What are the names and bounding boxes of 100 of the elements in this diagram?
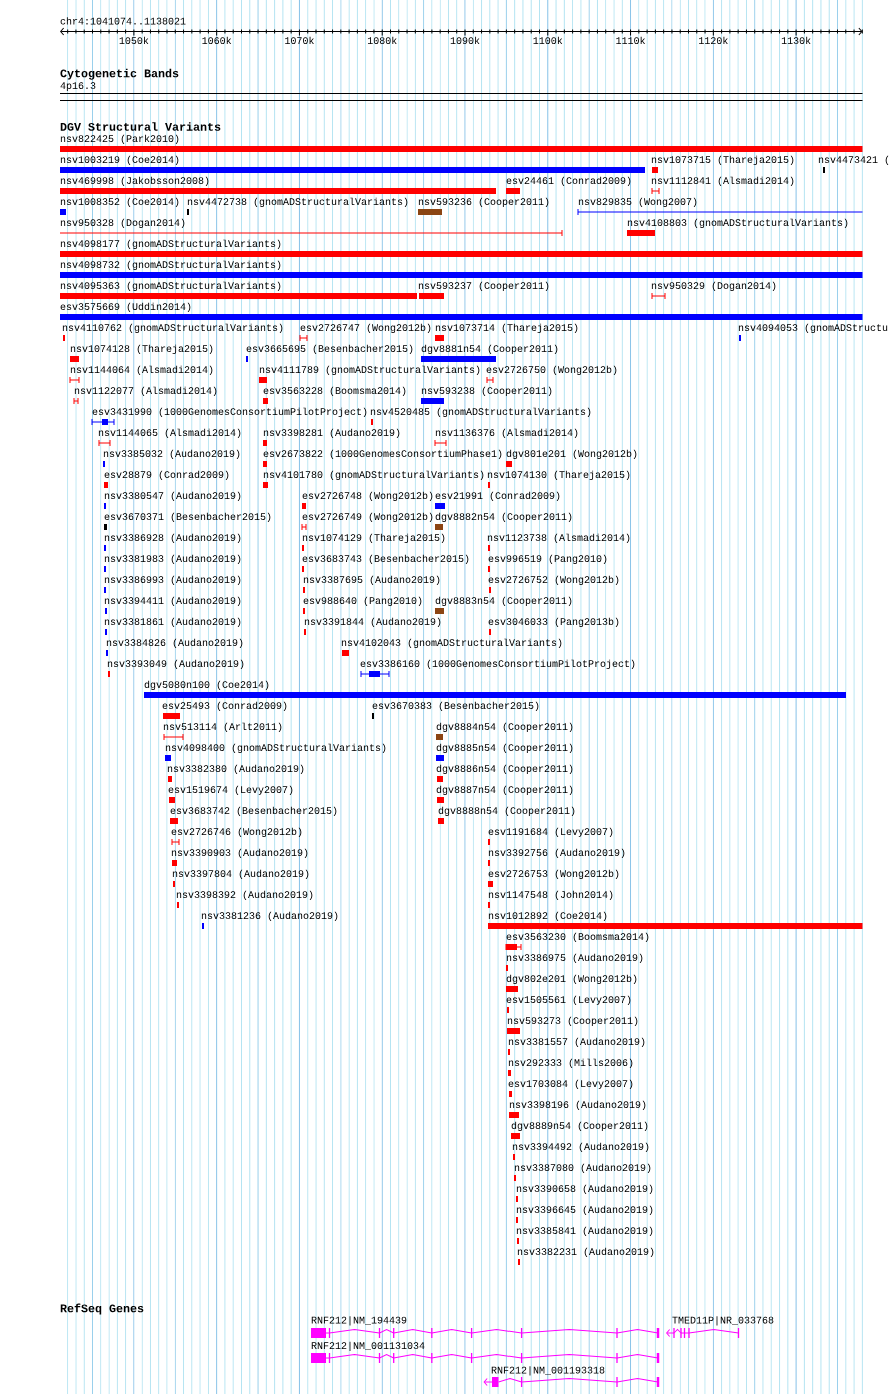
variant-bar [165,755,171,761]
variant-label: nsv3393049 (Audano2019) [107,659,244,669]
variant-bar [488,923,863,929]
track-title: RefSeq Genes [60,1303,144,1315]
tick-label: 1060k [202,36,232,44]
variant-label: dgv801e201 (Wong2012b) [506,449,637,459]
variant-label: nsv593238 (Cooper2011) [421,386,552,396]
variant-label: nsv3387080 (Audano2019) [514,1163,651,1173]
variant-bar [60,209,66,215]
gene-model [666,1327,740,1339]
variant-bar [421,398,444,404]
variant-label: nsv593237 (Cooper2011) [418,281,549,291]
variant-bar [511,1133,520,1139]
variant-bar [170,818,178,824]
variant-bar [59,229,563,237]
variant-label: nsv3394411 (Audano2019) [104,596,241,606]
variant-label: esv2726753 (Wong2012b) [488,869,619,879]
variant-label: nsv1073714 (Thareja2015) [435,323,578,333]
variant-label: esv3386160 (1000GenomesConsortiumPilotProject) [360,659,635,669]
variant-bar [60,167,645,173]
gene-model [483,1376,660,1388]
variant-bar [98,439,111,447]
variant-label: nsv513114 (Arlt2011) [163,722,282,732]
variant-bar [577,208,863,216]
variant-label: nsv829835 (Wong2007) [578,197,697,207]
variant-label: esv3670371 (Besenbacher2015) [104,512,271,522]
variant-label: nsv1136376 (Alsmadi2014) [435,428,578,438]
variant-bar [301,523,307,531]
variant-label: esv2726752 (Wong2012b) [488,575,619,585]
variant-label: nsv1074128 (Thareja2015) [70,344,213,354]
variant-bar [488,881,493,887]
variant-label: esv2726749 (Wong2012b) [302,512,433,522]
variant-label: nsv593236 (Cooper2011) [418,197,549,207]
coordinate-label: chr4:1041074..1138021 [60,17,186,25]
variant-label: dgv802e201 (Wong2012b) [506,974,637,984]
variant-bar [507,1028,520,1034]
variant-label: nsv469998 (Jakobsson2008) [60,176,209,186]
variant-bar [172,860,177,866]
tick-label: 1100k [533,36,563,44]
variant-label: nsv3381236 (Audano2019) [201,911,338,921]
variant-label: esv2726746 (Wong2012b) [171,827,302,837]
variant-bar [436,734,443,740]
variant-bar [419,293,444,299]
variant-bar [651,187,660,195]
variant-label: nsv3386975 (Audano2019) [506,953,643,963]
variant-label: esv2726748 (Wong2012b) [302,491,433,501]
variant-label: esv21991 (Conrad2009) [435,491,560,501]
variant-bar [486,376,494,384]
variant-label: nsv3390903 (Audano2019) [171,848,308,858]
variant-label: nsv1122077 (Alsmadi2014) [74,386,217,396]
variant-label: nsv1147548 (John2014) [488,890,613,900]
variant-bar [171,838,180,846]
variant-label: esv1519674 (Levy2007) [168,785,293,795]
variant-label: nsv3391844 (Audano2019) [304,617,441,627]
tick-label: 1120k [699,36,728,44]
variant-label: nsv3385841 (Audano2019) [516,1226,653,1236]
variant-bar [169,797,175,803]
variant-bar [163,713,180,719]
variant-bar [168,776,172,782]
variant-bar [104,524,107,530]
variant-label: nsv4095363 (gnomADStructuralVariants) [60,281,281,291]
variant-bar [435,524,443,530]
variant-label: esv24461 (Conrad2009) [506,176,631,186]
variant-label: nsv3381557 (Audano2019) [508,1037,645,1047]
tick-label: 1050k [119,36,149,44]
gene-model [311,1327,660,1339]
variant-bar [263,398,268,404]
variant-bar [418,209,442,215]
variant-bar [263,440,267,446]
variant-label: nsv1003219 (Coe2014) [60,155,179,165]
variant-bar [60,146,863,152]
variant-bar [509,1091,512,1097]
variant-bar [263,461,267,467]
variant-bar [60,272,863,278]
variant-bar [434,439,447,447]
variant-label: dgv8888n54 (Cooper2011) [438,806,575,816]
variant-bar [69,376,80,384]
variant-label: dgv8887n54 (Cooper2011) [436,785,573,795]
variant-bar [342,650,349,656]
variant-label: nsv4094053 (gnomADStructu [738,323,888,333]
gene-label: RNF212|NM_194439 [311,1316,407,1326]
variant-label: nsv3398196 (Audano2019) [509,1100,646,1110]
variant-label: esv3563230 (Boomsma2014) [506,932,649,942]
band-label: 4p16.3 [60,82,96,91]
variant-label: nsv1074130 (Thareja2015) [487,470,630,480]
track-title: Cytogenetic Bands [60,68,179,80]
variant-label: nsv3382380 (Audano2019) [167,764,304,774]
variant-bar [508,1070,511,1076]
variant-bar [263,482,268,488]
variant-label: nsv4098732 (gnomADStructuralVariants) [60,260,281,270]
variant-bar [104,482,108,488]
tick-label: 1130k [781,36,811,44]
variant-label: nsv4110762 (gnomADStructuralVariants) [62,323,283,333]
variant-label: nsv1012892 (Coe2014) [488,911,607,921]
variant-label: nsv3384826 (Audano2019) [106,638,243,648]
variant-label: nsv3398281 (Audano2019) [263,428,400,438]
variant-label: dgv5080n100 (Coe2014) [144,680,269,690]
variant-label: esv2726750 (Wong2012b) [486,365,617,375]
variant-label: esv996519 (Pang2010) [488,554,607,564]
tick-label: 1080k [367,36,397,44]
